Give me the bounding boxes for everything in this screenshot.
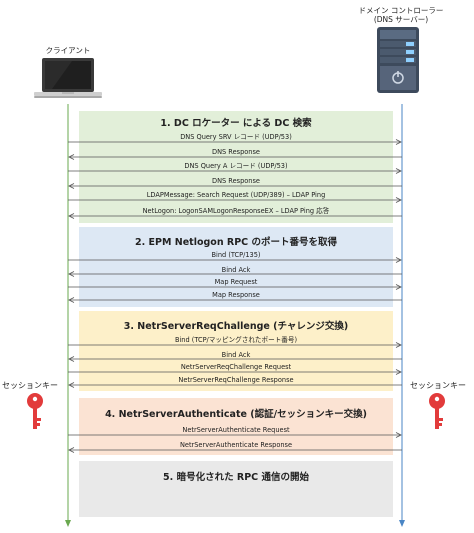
phase-1-title: 1. DC ロケーター による DC 検索 bbox=[160, 118, 312, 129]
msg-2-2-label: Bind Ack bbox=[221, 266, 251, 274]
msg-1-6-label: NetLogon: LogonSAMLogonResponseEX – LDAP… bbox=[142, 207, 330, 215]
phase-1-block: 1. DC ロケーター による DC 検索 bbox=[79, 111, 393, 223]
server-icon bbox=[376, 26, 420, 94]
msg-3-2-label: Bind Ack bbox=[221, 351, 251, 359]
msg-2-4-label: Map Response bbox=[212, 291, 260, 299]
phase-4-block: 4. NetrServerAuthenticate (認証/セッションキー交換) bbox=[79, 398, 393, 455]
phase-4-title: 4. NetrServerAuthenticate (認証/セッションキー交換) bbox=[105, 409, 367, 420]
phase-2-block: 2. EPM Netlogon RPC のポート番号を取得 bbox=[79, 227, 393, 307]
phase-5-title: 5. 暗号化された RPC 通信の開始 bbox=[163, 472, 309, 483]
msg-1-5-label: LDAPMessage: Search Request (UDP/389) – … bbox=[146, 191, 326, 199]
client-lifeline-arrowhead bbox=[65, 520, 71, 527]
dc-label-line1: ドメイン コントローラー bbox=[358, 6, 444, 15]
laptop-icon bbox=[32, 56, 104, 100]
client-label: クライアント bbox=[45, 46, 91, 55]
msg-3-4-label: NetrServerReqChallenge Response bbox=[178, 376, 294, 384]
key-icon-right bbox=[426, 392, 448, 432]
msg-1-1-label: DNS Query SRV レコード (UDP/53) bbox=[180, 133, 292, 141]
msg-4-1-label: NetrServerAuthenticate Request bbox=[182, 426, 290, 434]
msg-1-3-label: DNS Query A レコード (UDP/53) bbox=[184, 162, 288, 170]
msg-2-1-label: Bind (TCP/135) bbox=[211, 251, 261, 259]
phase-3-block: 3. NetrServerReqChallenge (チャレンジ交換) bbox=[79, 311, 393, 391]
msg-1-2-label: DNS Response bbox=[212, 148, 260, 156]
phase-2-title: 2. EPM Netlogon RPC のポート番号を取得 bbox=[135, 237, 337, 248]
dc-lifeline-arrowhead bbox=[399, 520, 405, 527]
phase-5-block: 5. 暗号化された RPC 通信の開始 bbox=[79, 461, 393, 517]
msg-1-4-label: DNS Response bbox=[212, 177, 260, 185]
dc-label: ドメイン コントローラー (DNS サーバー) bbox=[346, 6, 456, 24]
session-key-right-label: セッションキー bbox=[410, 381, 466, 390]
dc-label-line2: (DNS サーバー) bbox=[373, 15, 429, 24]
msg-3-3-label: NetrServerReqChallenge Request bbox=[180, 363, 292, 371]
msg-2-3-label: Map Request bbox=[214, 278, 258, 286]
msg-3-1-label: Bind (TCP/マッピングされたポート番号) bbox=[174, 336, 298, 344]
phase-3-title: 3. NetrServerReqChallenge (チャレンジ交換) bbox=[123, 321, 349, 332]
msg-4-2-label: NetrServerAuthenticate Response bbox=[179, 441, 293, 449]
session-key-left-label: セッションキー bbox=[2, 381, 58, 390]
key-icon-left bbox=[24, 392, 46, 432]
